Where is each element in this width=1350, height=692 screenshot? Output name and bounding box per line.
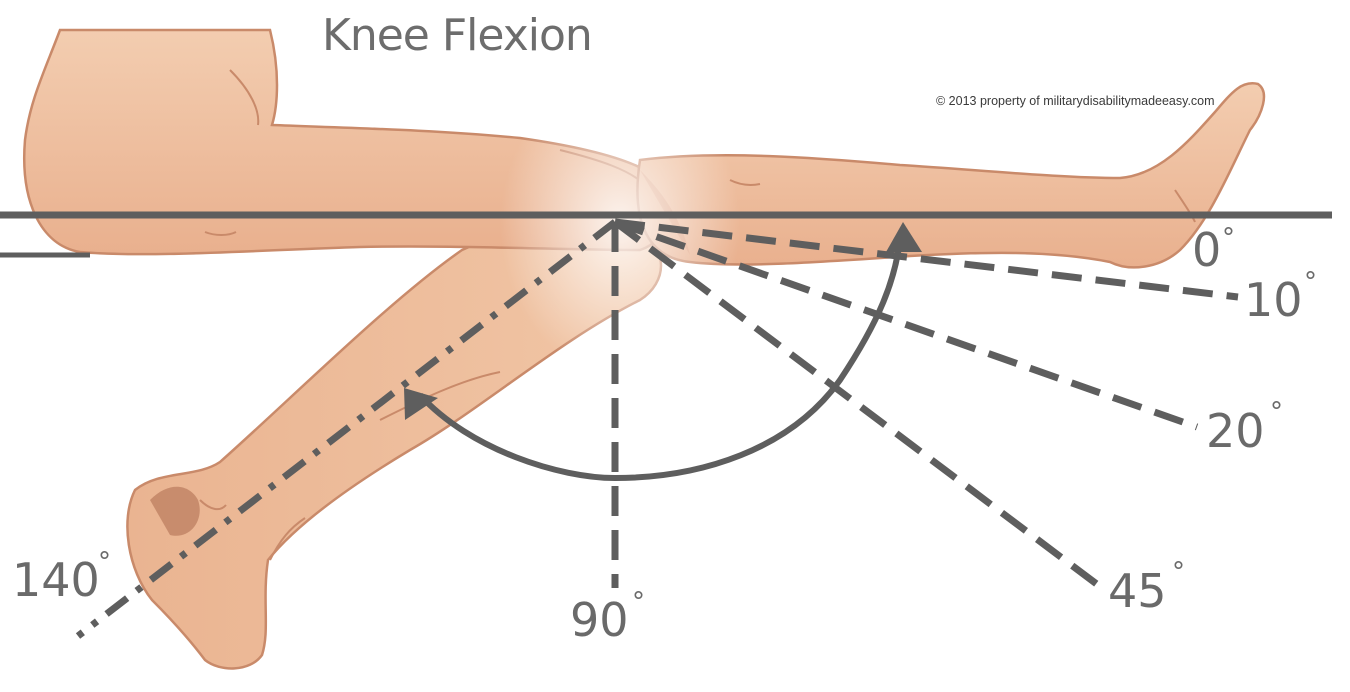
arrowhead-flexion	[404, 388, 438, 420]
degree-symbol-45: °	[1172, 557, 1185, 587]
angle-label-45: 45 °	[1108, 557, 1185, 618]
flexion-arc-arrow	[417, 239, 903, 482]
angle-value-0: 0	[1192, 223, 1221, 277]
angle-label-0: 0 °	[1192, 223, 1235, 277]
degree-symbol-0: °	[1222, 223, 1235, 253]
copyright-notice: © 2013 property of militarydisabilitymad…	[936, 94, 1215, 108]
angle-label-90: 90 °	[570, 587, 645, 647]
degree-symbol-10: °	[1304, 267, 1317, 297]
angle-value-140: 140	[12, 553, 100, 607]
arrowhead-extension	[886, 222, 922, 252]
ray-45-degrees	[612, 219, 1101, 588]
angle-value-10: 10	[1244, 273, 1303, 327]
angle-value-45: 45	[1108, 564, 1167, 618]
diagram-title: Knee Flexion	[322, 10, 592, 61]
angle-value-20: 20	[1206, 404, 1265, 458]
ray-10-degrees	[614, 218, 1239, 301]
angle-value-90: 90	[570, 593, 629, 647]
ray-140-degrees	[75, 219, 618, 639]
angle-label-20: 20 °	[1206, 397, 1283, 458]
degree-symbol-20: °	[1270, 397, 1283, 427]
degree-symbol-90: °	[632, 587, 645, 617]
degree-symbol-140: °	[98, 547, 111, 577]
angle-label-140: 140 °	[12, 547, 111, 607]
ray-20-degrees	[613, 218, 1199, 431]
angle-label-10: 10 °	[1244, 267, 1317, 327]
